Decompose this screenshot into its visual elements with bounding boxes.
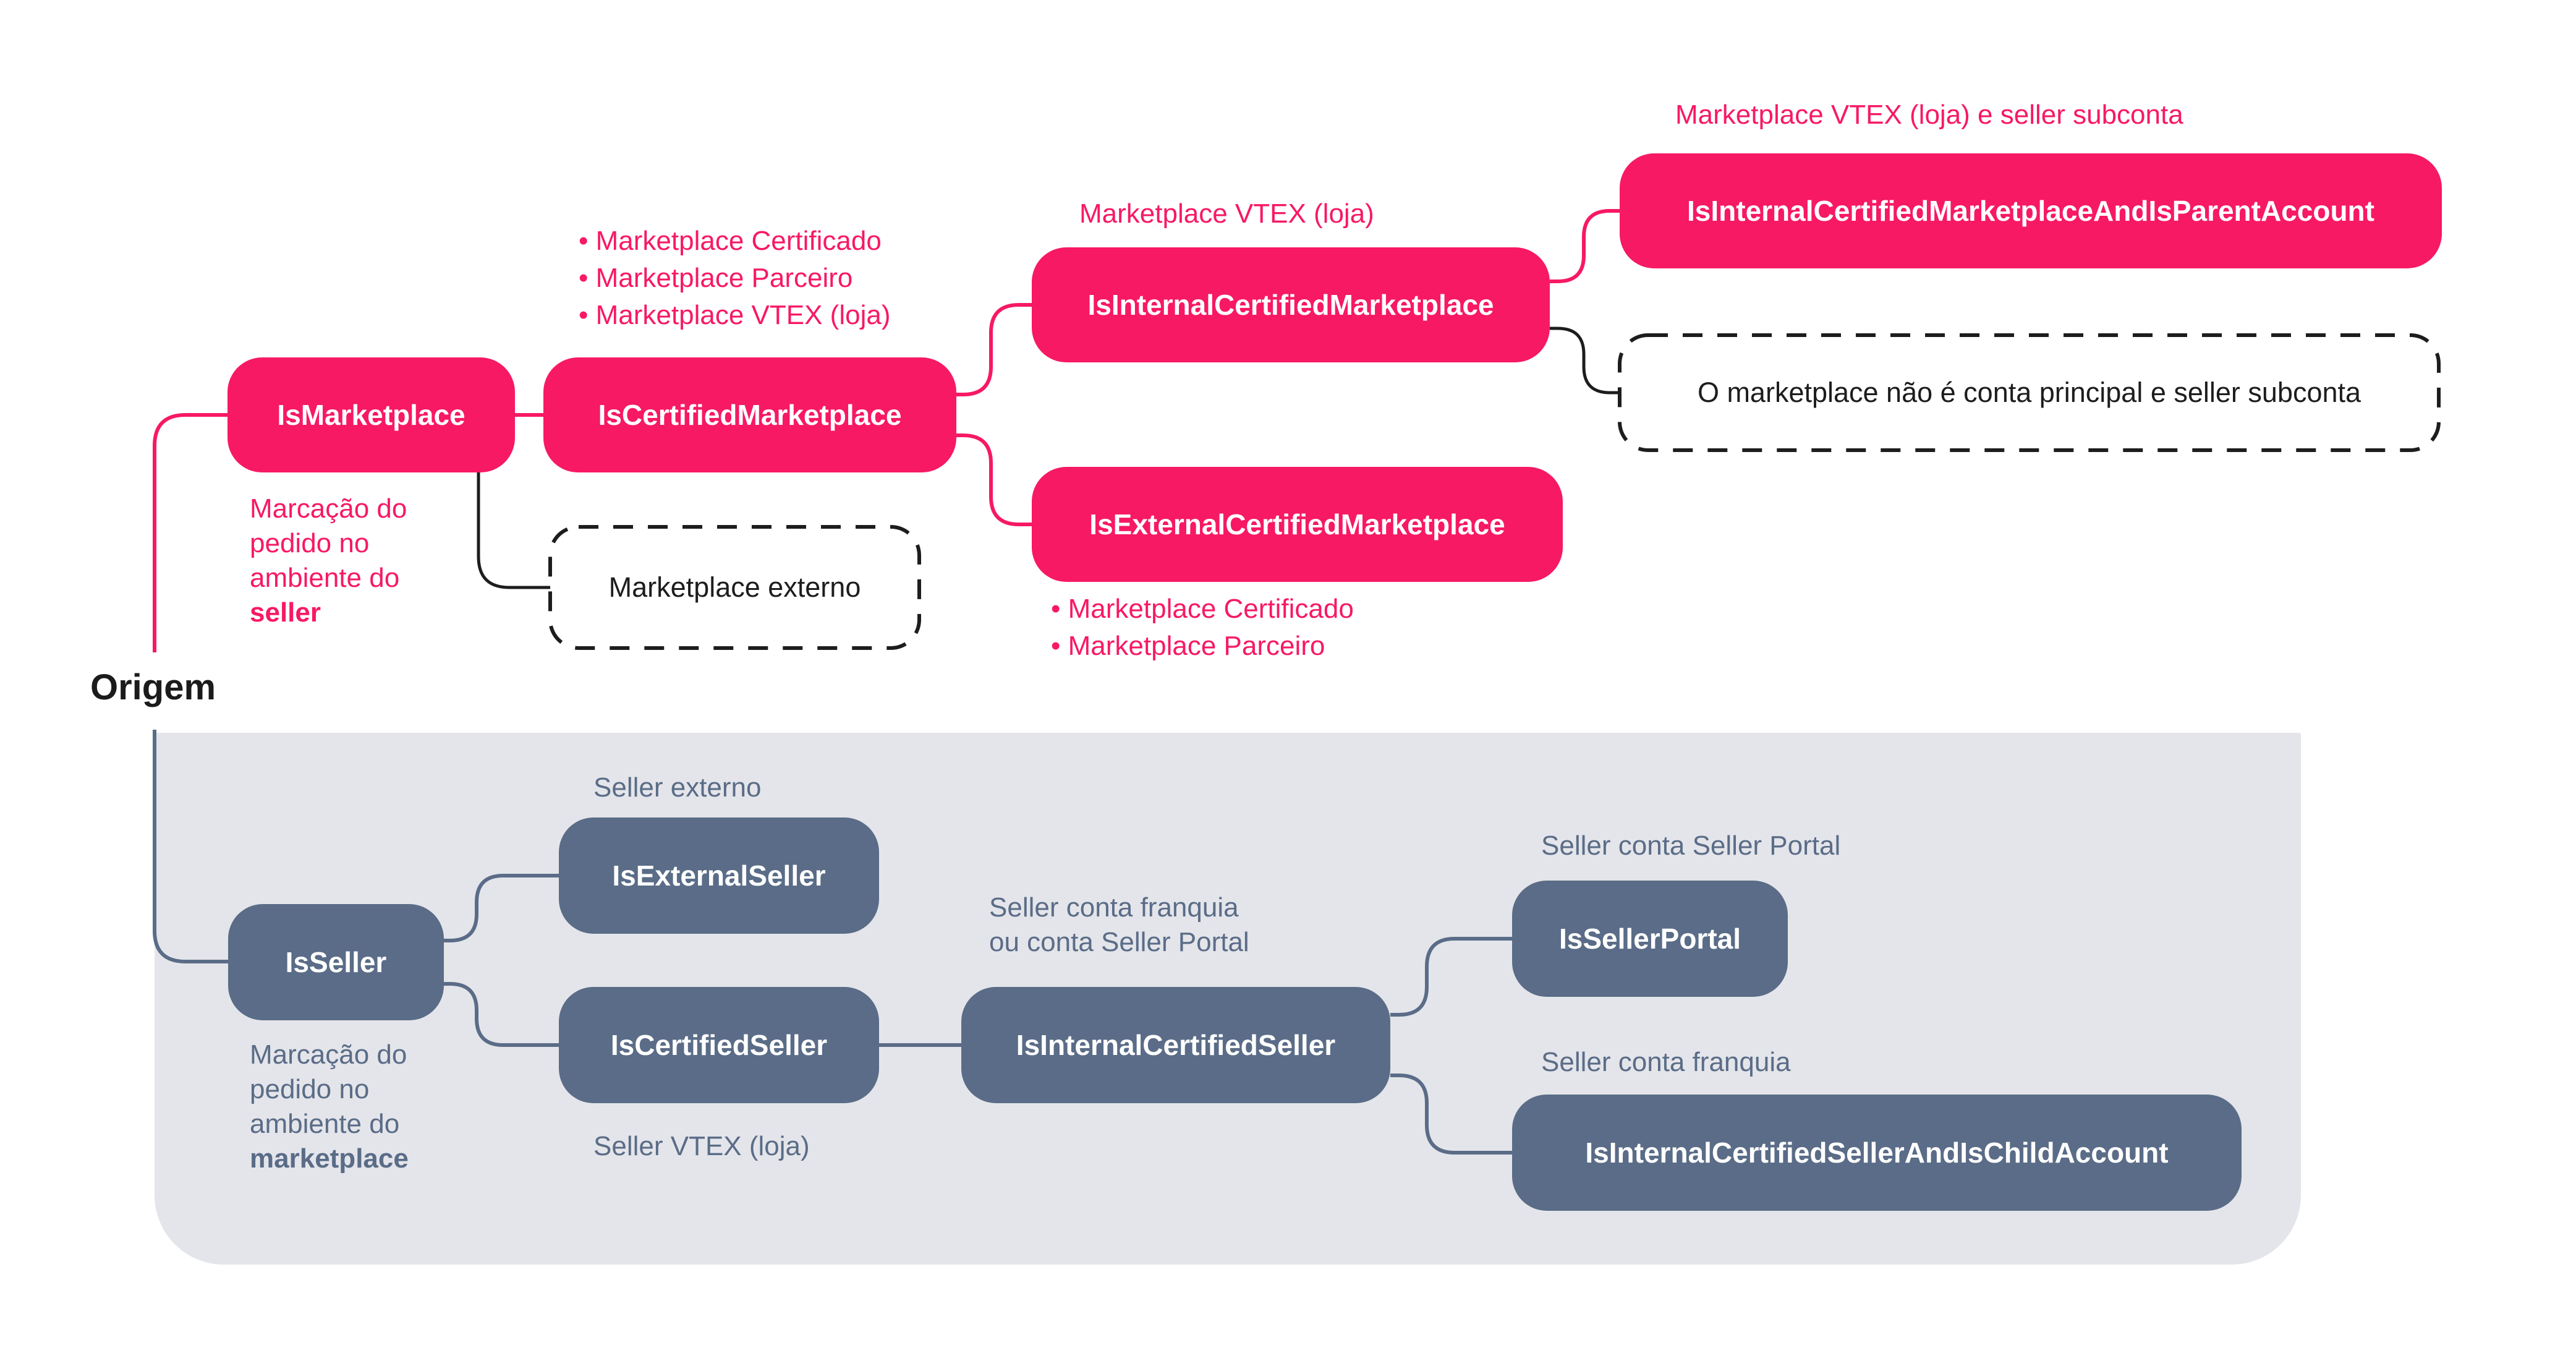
- node-isinternalcertifiedmarketplaceandisparentaccount: IsInternalCertifiedMarketplaceAndIsParen…: [1620, 153, 2442, 268]
- node-isexternalcertifiedmarketplace: IsExternalCertifiedMarketplace: [1032, 467, 1563, 582]
- node-isexternalseller: IsExternalSeller: [559, 817, 879, 934]
- marketplace-externo-dashed-border: [548, 525, 921, 650]
- label-seller-franquia: Seller conta franquia: [1541, 1047, 1791, 1077]
- bullet-item: Marketplace Parceiro: [579, 260, 890, 297]
- note-line-bold: seller: [250, 597, 321, 628]
- label-internal-seller: Seller conta franquia ou conta Seller Po…: [989, 890, 1249, 960]
- node-iscertifiedseller: IsCertifiedSeller: [559, 987, 879, 1103]
- connector-certified-external: [956, 433, 1032, 526]
- node-ismarketplace: IsMarketplace: [227, 357, 515, 472]
- connector-marketplace-externo: [477, 472, 550, 589]
- label-seller-vtex: Seller VTEX (loja): [593, 1131, 810, 1161]
- note-marketplace-environment: Marcação do pedido no ambiente do market…: [250, 1038, 409, 1176]
- note-line: ambiente do: [250, 563, 400, 593]
- connector-internal-notparent: [1550, 327, 1620, 395]
- connector-internal-parentaccount: [1550, 209, 1620, 283]
- connector-origin-marketplace: [153, 413, 227, 652]
- connector-origin-seller: [153, 730, 228, 963]
- bullet-list-certified-marketplace: Marketplace Certificado Marketplace Parc…: [579, 223, 891, 334]
- node-issellerportal: IsSellerPortal: [1512, 881, 1788, 997]
- label-parent-account: Marketplace VTEX (loja) e seller subcont…: [1675, 100, 2183, 130]
- connector-internalseller-portal: [1390, 937, 1512, 1017]
- note-line-bold: marketplace: [250, 1143, 409, 1174]
- bullet-list-external-marketplace: Marketplace Certificado Marketplace Parc…: [1051, 591, 1354, 665]
- label-line: Seller conta franquia: [989, 892, 1239, 923]
- note-line: Marcação do: [250, 1039, 407, 1070]
- note-line: pedido no: [250, 1074, 370, 1104]
- node-isinternalcertifiedseller: IsInternalCertifiedSeller: [961, 987, 1390, 1103]
- bullet-item: Marketplace Parceiro: [1051, 628, 1354, 665]
- node-iscertifiedmarketplace: IsCertifiedMarketplace: [543, 357, 956, 472]
- note-line: ambiente do: [250, 1109, 400, 1139]
- label-internal-marketplace: Marketplace VTEX (loja): [1079, 198, 1374, 229]
- connector-internalseller-child: [1390, 1074, 1512, 1155]
- note-seller-environment: Marcação do pedido no ambiente do seller: [250, 492, 407, 630]
- node-marketplace-externo: Marketplace externo: [608, 571, 861, 603]
- node-isinternalcertifiedsellerandischildaccount: IsInternalCertifiedSellerAndIsChildAccou…: [1512, 1095, 2242, 1211]
- bullet-item: Marketplace VTEX (loja): [579, 297, 891, 334]
- bullet-item: Marketplace Certificado: [579, 223, 890, 260]
- node-isinternalcertifiedmarketplace: IsInternalCertifiedMarketplace: [1032, 247, 1550, 362]
- connector-seller-external: [444, 874, 559, 942]
- not-parent-dashed-border: [1618, 333, 2441, 452]
- connector-certified-internal: [956, 303, 1032, 396]
- note-line: pedido no: [250, 528, 370, 558]
- note-line: Marcação do: [250, 493, 407, 524]
- label-seller-portal: Seller conta Seller Portal: [1541, 830, 1841, 861]
- origin-label: Origem: [90, 667, 216, 707]
- node-isseller: IsSeller: [228, 904, 444, 1020]
- label-line: ou conta Seller Portal: [989, 927, 1249, 957]
- node-not-parent-note: O marketplace não é conta principal e se…: [1697, 377, 2361, 408]
- connector-seller-certified: [444, 982, 559, 1047]
- bullet-item: Marketplace Certificado: [1051, 591, 1354, 628]
- label-seller-externo: Seller externo: [593, 772, 762, 803]
